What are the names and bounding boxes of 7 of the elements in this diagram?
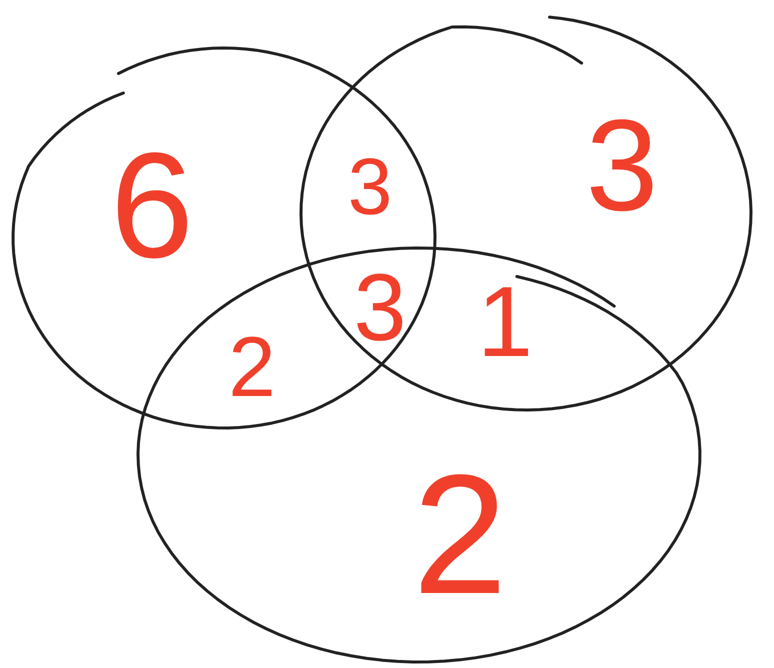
region-count: 6 <box>110 130 194 280</box>
region-count: 3 <box>354 260 406 356</box>
region-count: 2 <box>412 450 508 620</box>
region-count: 3 <box>348 147 392 227</box>
region-count: 2 <box>228 324 276 410</box>
region-count: 1 <box>477 272 533 372</box>
region-count: 3 <box>586 100 658 230</box>
